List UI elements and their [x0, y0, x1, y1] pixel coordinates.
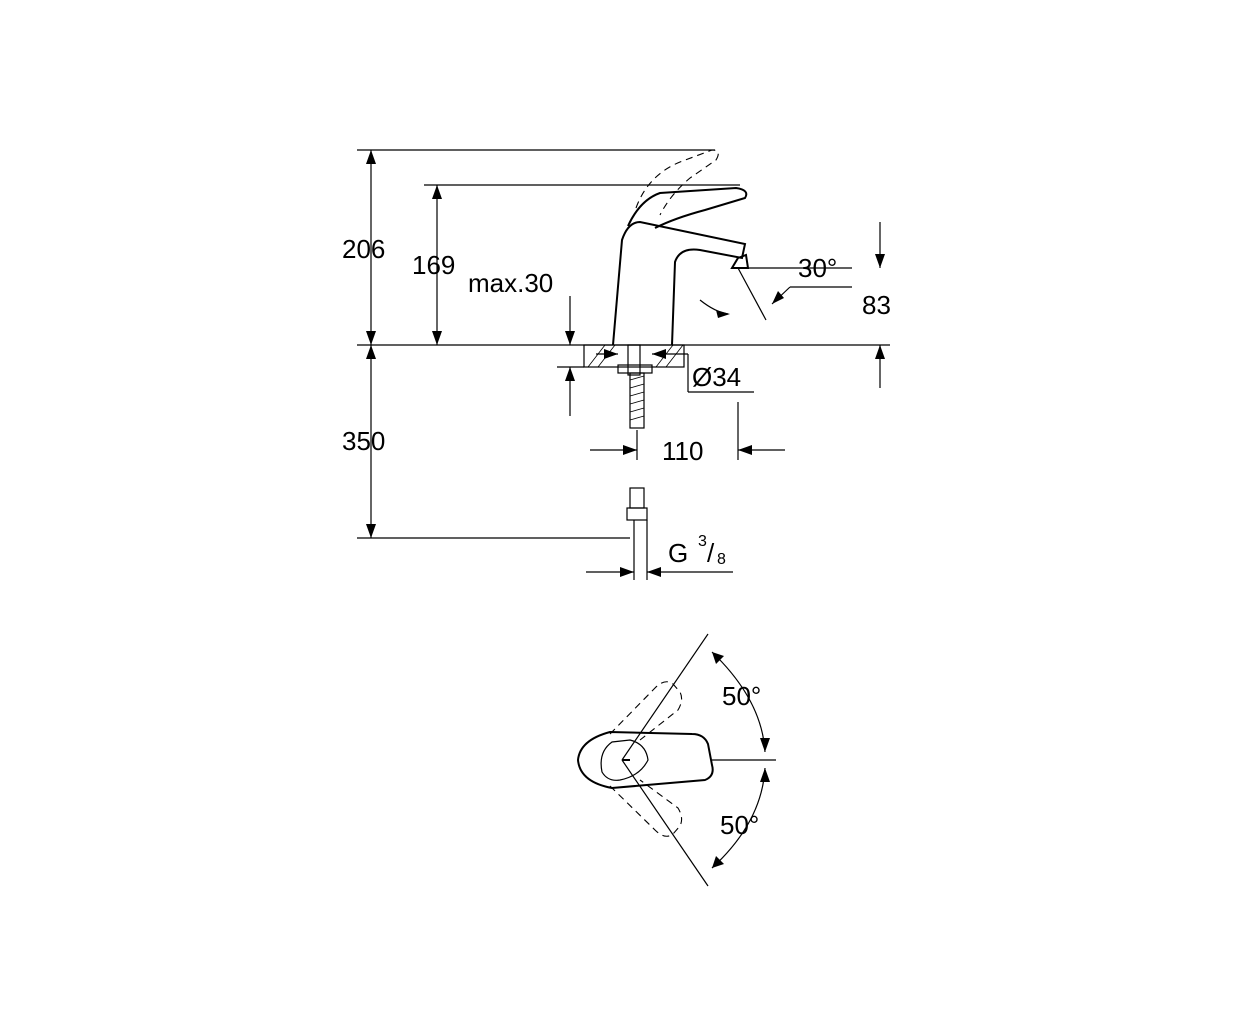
dim-spout-reach: 110: [662, 436, 703, 466]
supply-hose: [629, 372, 645, 429]
dim-spout-clearance: 83: [862, 290, 891, 320]
dim-connection-num: 3: [698, 533, 707, 550]
mounting-nut: [617, 364, 653, 374]
side-view: 206 169 max.30 30° 83: [342, 149, 891, 580]
lever-handle: [627, 186, 748, 229]
hose-braid: [629, 375, 645, 421]
mounting-shank: [627, 344, 641, 376]
hose-fitting: [626, 507, 648, 521]
dim-supply-length: 350: [342, 426, 385, 456]
dim-total-height: 206: [342, 234, 385, 264]
lever-top-inner: [600, 739, 649, 781]
lever-top: [576, 730, 714, 790]
hose-end: [629, 487, 645, 509]
lever-raised-outline: [635, 149, 719, 216]
dim-lever-angle-up: 50°: [722, 681, 761, 711]
dim-max-deck: max.30: [468, 268, 553, 298]
dim-connection-den: 8: [717, 551, 726, 568]
dim-spout-angle: 30°: [798, 253, 837, 283]
lever-rotated-up: [609, 681, 683, 741]
lever-rotated-down: [609, 779, 683, 837]
top-view: 50° 50°: [576, 633, 776, 887]
dim-connection-slash: /: [707, 538, 715, 568]
dim-hole-diameter: Ø34: [692, 362, 741, 392]
dim-connection-prefix: G: [668, 538, 688, 568]
dim-spout-height: 169: [412, 250, 455, 280]
dim-lever-angle-down: 50°: [720, 810, 759, 840]
faucet-body: [612, 220, 747, 346]
deck-hatch: [587, 344, 684, 368]
